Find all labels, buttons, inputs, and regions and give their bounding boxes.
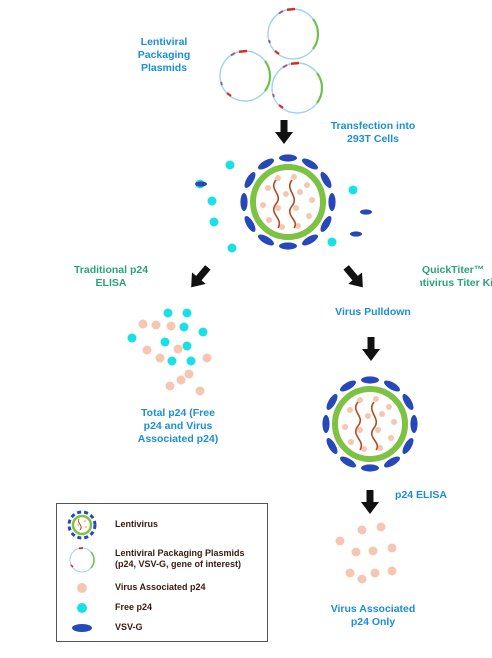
traditional-elisa-label: Traditional p24 ELISA bbox=[56, 264, 166, 290]
arrow-left-branch-icon bbox=[191, 265, 211, 288]
free-p24-dot-icon bbox=[77, 603, 87, 613]
label-line: Transfection into bbox=[330, 120, 416, 132]
legend-label: VSV-G bbox=[115, 622, 143, 632]
virus-pulldown-label: Virus Pulldown bbox=[335, 306, 411, 318]
legend-item-free-p24: Free p24 bbox=[57, 599, 267, 617]
arrow-down-icon bbox=[362, 337, 380, 361]
packaging-plasmids-label: Lentiviral Packaging Plasmids bbox=[124, 36, 204, 75]
label-line: Lentiviral bbox=[140, 36, 188, 48]
label-line: ELISA bbox=[95, 277, 127, 289]
lentivirus-icon bbox=[322, 376, 417, 471]
arrow-right-branch-icon bbox=[343, 265, 363, 288]
transfection-label: Transfection into 293T Cells bbox=[318, 120, 428, 146]
label-line: p24 Only bbox=[350, 616, 396, 628]
label-line: Plasmids bbox=[140, 62, 188, 74]
label-line: Traditional p24 bbox=[73, 264, 149, 276]
label-line: Total p24 (Free bbox=[141, 407, 215, 419]
legend-item-plasmids: Lentiviral Packaging Plasmids (p24, VSV-… bbox=[57, 545, 267, 575]
label-line: Virus Associated bbox=[330, 603, 416, 615]
arrow-down-icon bbox=[361, 490, 379, 514]
label-line: Lentivirus Titer Kit bbox=[420, 277, 492, 289]
legend-label: Virus Associated p24 bbox=[115, 582, 206, 592]
lentivirus-icon bbox=[67, 510, 97, 540]
legend-item-vsvg: VSV-G bbox=[57, 619, 267, 637]
legend-label: Lentiviral Packaging Plasmids bbox=[115, 548, 245, 558]
total-p24-label: Total p24 (Free p24 and Virus Associated… bbox=[118, 407, 238, 446]
free-p24-dots bbox=[195, 160, 358, 253]
plasmid-icon bbox=[218, 7, 324, 115]
legend-label: Lentivirus bbox=[115, 519, 159, 529]
arrow-down-icon bbox=[275, 120, 293, 144]
label-line: 293T Cells bbox=[347, 133, 399, 145]
legend-sublabel: (p24, VSV-G, gene of interest) bbox=[115, 559, 242, 569]
lentivirus-icon bbox=[240, 154, 335, 249]
label-line: Associated p24) bbox=[137, 433, 219, 445]
quicktiter-label: QuickTiter™ Lentivirus Titer Kit bbox=[420, 264, 492, 290]
p24-elisa-label: p24 ELISA bbox=[395, 489, 447, 501]
total-p24-cluster bbox=[127, 308, 212, 396]
virus-associated-only-label: Virus Associated p24 Only bbox=[318, 603, 428, 629]
legend-label: Free p24 bbox=[115, 602, 153, 612]
label-line: Packaging bbox=[137, 49, 191, 61]
vsvg-icon bbox=[72, 624, 92, 632]
plasmid-icon bbox=[69, 547, 95, 573]
legend-item-virus-p24: Virus Associated p24 bbox=[57, 579, 267, 597]
legend-item-lentivirus: Lentivirus bbox=[57, 510, 267, 540]
legend-box: Lentivirus Lentiviral Packaging Plasmids… bbox=[56, 503, 268, 642]
label-line: p24 and Virus bbox=[143, 420, 213, 432]
virus-p24-dot-icon bbox=[77, 583, 87, 593]
virus-associated-p24-cluster bbox=[335, 522, 397, 584]
label-line: QuickTiter™ bbox=[422, 264, 485, 276]
